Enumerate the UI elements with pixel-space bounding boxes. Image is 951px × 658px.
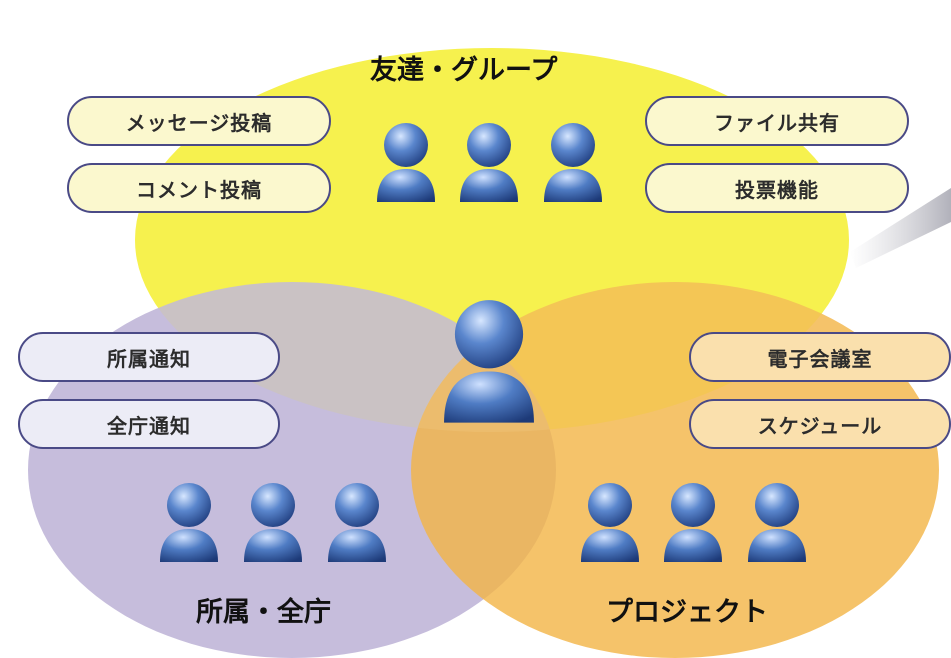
org-group-title: 所属・全庁 [196,597,331,628]
feature-message-post: メッセージ投稿 [67,96,331,146]
friends-group-title: 友達・グループ [370,55,558,86]
feature-schedule: スケジュール [689,399,951,449]
feature-e-conference: 電子会議室 [689,332,951,382]
feature-file-share: ファイル共有 [645,96,909,146]
feature-comment-post: コメント投稿 [67,163,331,213]
feature-vote: 投票機能 [645,163,909,213]
decorative-ray [850,188,951,268]
project-group-title: プロジェクト [606,597,768,628]
feature-agency-notice: 全庁通知 [18,399,280,449]
feature-department-notice: 所属通知 [18,332,280,382]
